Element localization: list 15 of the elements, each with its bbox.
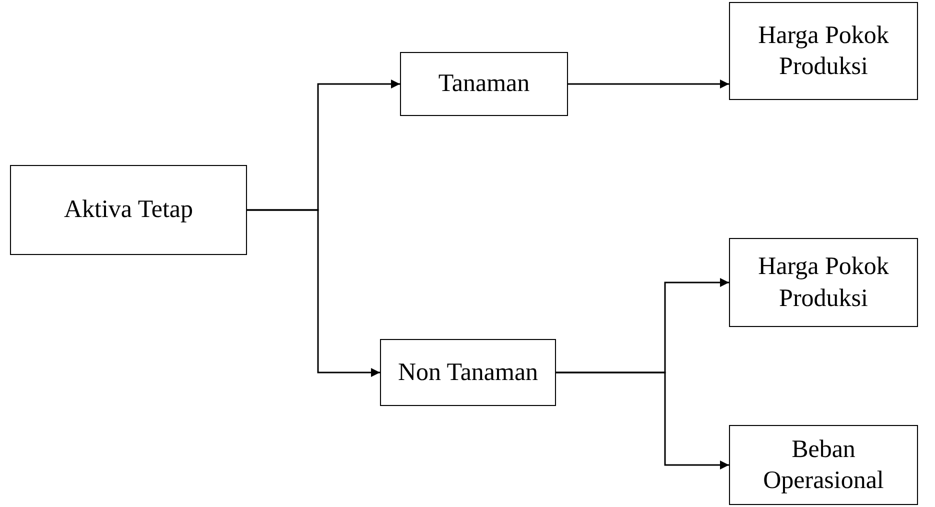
- process-box: [729, 425, 918, 505]
- process-box: [10, 165, 247, 255]
- arrow: [568, 80, 729, 88]
- box-label: Non Tanaman: [398, 358, 538, 388]
- box-label: Beban Operasional: [762, 434, 885, 496]
- process-box: [729, 238, 918, 327]
- arrow: [247, 209, 380, 377]
- box-label: Tanaman: [438, 69, 530, 100]
- box-label: Aktiva Tetap: [64, 195, 193, 226]
- box-label: Harga Pokok Produksi: [757, 252, 890, 314]
- box-label: Harga Pokok Produksi: [757, 20, 890, 82]
- arrow: [556, 372, 729, 470]
- process-box: [400, 52, 568, 116]
- process-box: [380, 339, 556, 406]
- process-box: [729, 2, 918, 100]
